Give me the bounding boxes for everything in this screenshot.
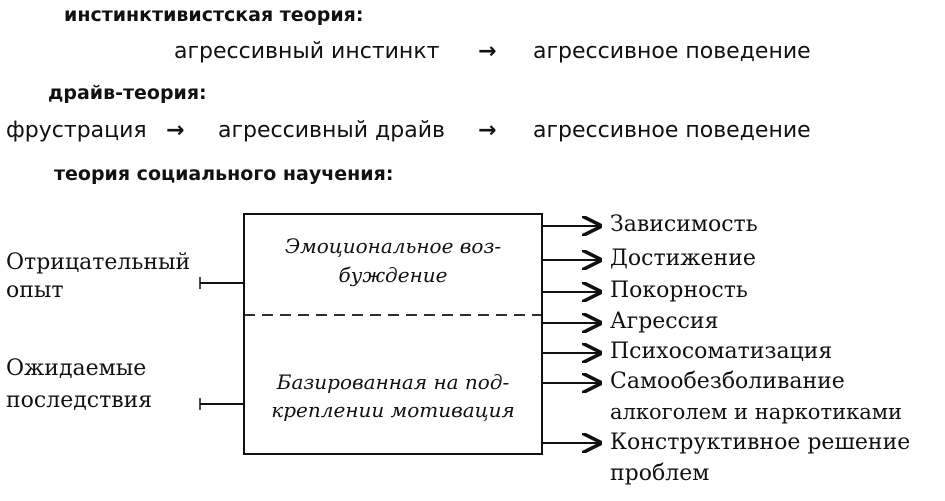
box-top-line2: буждение xyxy=(338,263,448,287)
instinct-effect: агрессивное поведение xyxy=(533,39,811,64)
box-top-line1: Эмоциональное воз- xyxy=(284,234,502,258)
output-self-medication-line1: Самообезболивание xyxy=(610,369,845,394)
instinct-theory-title: инстинктивистская теория: xyxy=(64,4,364,26)
output-achievement: Достижение xyxy=(610,246,756,271)
arrow-icon: → xyxy=(478,118,497,143)
central-box xyxy=(243,213,543,455)
box-bottom-line1: Базированная на под- xyxy=(276,370,510,394)
output-dependence: Зависимость xyxy=(610,212,758,237)
drive-theory-title: драйв-теория: xyxy=(48,82,207,104)
input-expected-line1: Ожидаемые xyxy=(6,356,147,381)
output-self-medication-line2: алкоголем и наркотиками xyxy=(610,400,903,424)
social-theory-title: теория социального научения: xyxy=(54,163,394,185)
drive-step-frustration: фрустрация xyxy=(6,118,147,143)
arrow-icon: → xyxy=(478,39,497,64)
input-negative-line1: Отрицательный xyxy=(6,250,191,275)
drive-step-drive: агрессивный драйв xyxy=(218,118,445,143)
instinct-cause: агрессивный инстинкт xyxy=(174,39,440,64)
drive-step-behavior: агрессивное поведение xyxy=(533,118,811,143)
arrow-icon: → xyxy=(166,118,185,143)
output-submissiveness: Покорность xyxy=(610,278,748,303)
input-expected-line2: последствия xyxy=(6,388,153,413)
output-aggression: Агрессия xyxy=(610,309,719,334)
input-negative-line2: опыт xyxy=(6,278,64,303)
output-constructive-line1: Конструктивное решение xyxy=(610,430,911,455)
output-constructive-line2: проблем xyxy=(610,461,710,486)
box-bottom-line2: креплении мотивация xyxy=(271,398,515,422)
output-psychosomatization: Психосоматизация xyxy=(610,339,833,364)
